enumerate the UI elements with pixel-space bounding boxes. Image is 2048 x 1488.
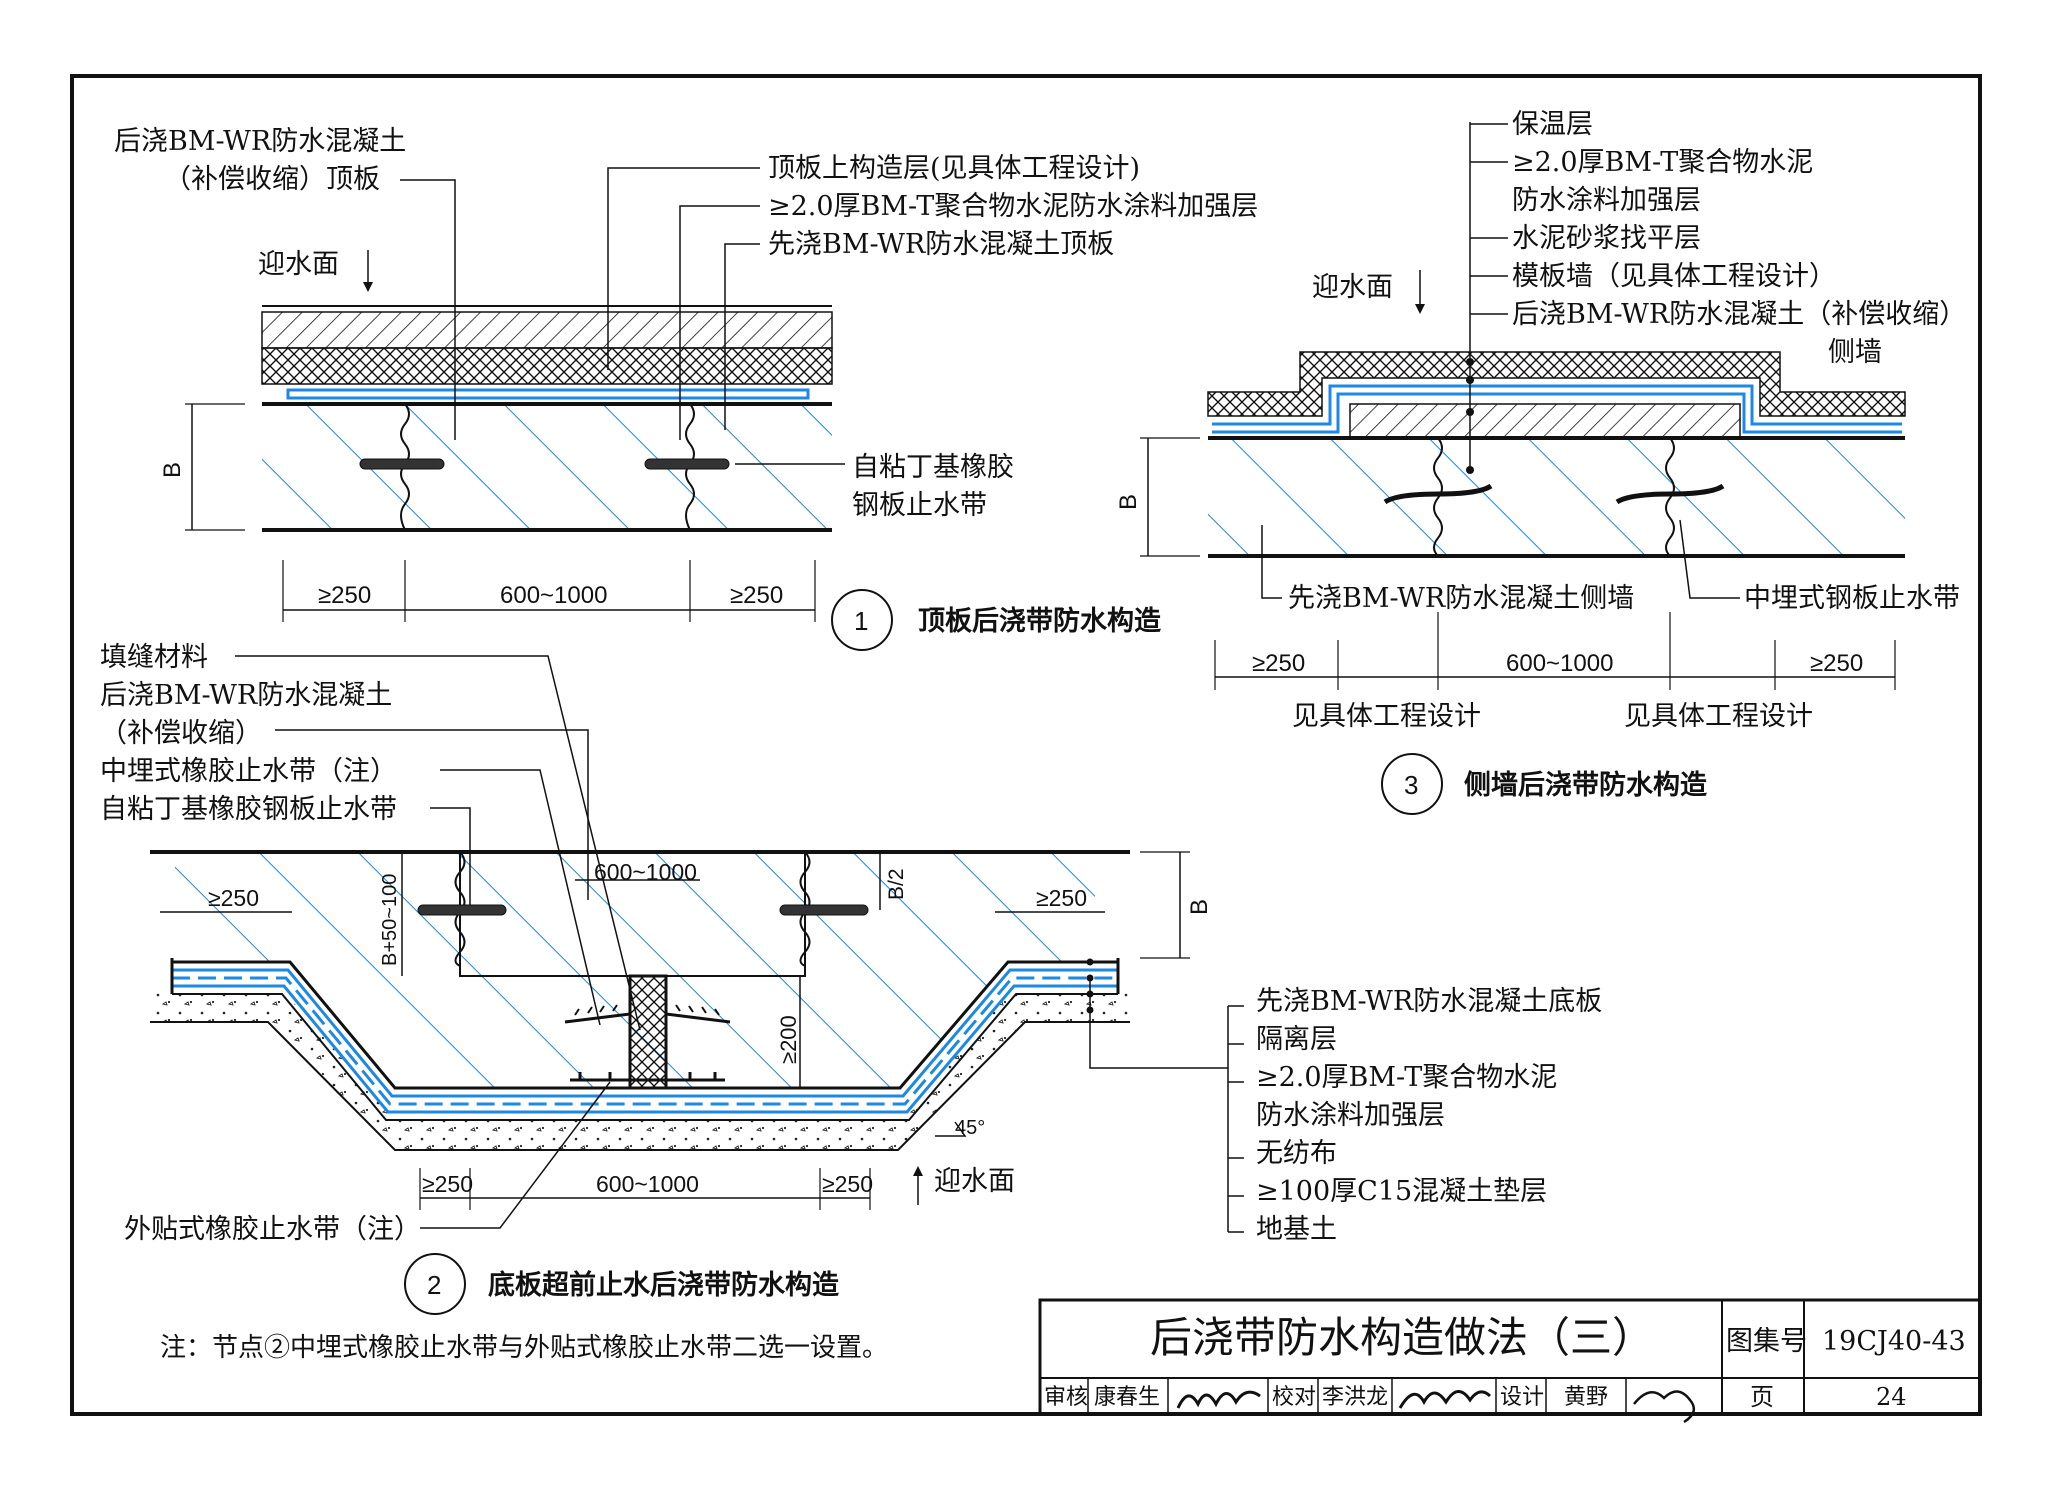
d1-post-cast-a: 后浇BM-WR防水混凝土 — [114, 126, 406, 157]
d2-water-face: 迎水面 — [934, 1166, 1015, 1197]
roof-slab — [262, 404, 832, 530]
sheet-title: 后浇带防水构造做法（三） — [1150, 1313, 1654, 1362]
butyl-waterstop-left — [417, 904, 507, 916]
d1-waterstop-a: 自粘丁基橡胶 — [852, 452, 1014, 483]
atlas-number: 19CJ40-43 — [1822, 1326, 1966, 1357]
d2-dim-bot-right: ≥250 — [822, 1171, 873, 1197]
d2-post-cast-b: （补偿收缩） — [100, 718, 262, 749]
d2-layer-4: 无纺布 — [1256, 1138, 1337, 1169]
d3-dim-right: ≥250 — [1810, 650, 1863, 677]
d3-dim-mid: 600~1000 — [1506, 650, 1613, 677]
d2-layer-5: ≥100厚C15混凝土垫层 — [1256, 1176, 1547, 1207]
d1-dim-left: ≥250 — [318, 582, 371, 609]
side-wall — [1208, 438, 1905, 556]
detail-2-marker — [404, 1253, 466, 1315]
butyl-waterstop-right — [644, 458, 730, 470]
d3-number: 3 — [1404, 770, 1418, 800]
d2-fill: 填缝材料 — [100, 642, 208, 673]
page-number: 24 — [1876, 1383, 1907, 1411]
detail-1-marker — [831, 589, 893, 651]
d2-dim-200: ≥200 — [776, 1015, 801, 1064]
filler-joint — [628, 974, 668, 1090]
d1-dim-B: B — [159, 462, 186, 478]
detail-3-marker — [1381, 753, 1443, 815]
d2-dim-b2: B/2 — [885, 868, 908, 900]
d3-label-0: 保温层 — [1512, 109, 1593, 140]
d3-label-6: 侧墙 — [1828, 337, 1882, 368]
design-label: 设计 — [1500, 1385, 1544, 1410]
d2-number: 2 — [427, 1270, 441, 1300]
d3-note-left: 见具体工程设计 — [1292, 701, 1481, 732]
checker-signature — [1398, 1390, 1492, 1409]
sheet-note: 注：节点②中埋式橡胶止水带与外贴式橡胶止水带二选一设置。 — [160, 1333, 888, 1363]
d2-layer-6: 地基土 — [1256, 1214, 1337, 1245]
sheet-frame — [70, 74, 1982, 1416]
d2-dim-b50: B+50~100 — [379, 874, 401, 966]
detail-3 — [1140, 122, 1906, 815]
designer-name: 黄野 — [1564, 1385, 1608, 1410]
d2-dim-top-right: ≥250 — [1036, 885, 1087, 911]
d3-dim-B: B — [1115, 494, 1142, 510]
d3-label-4: 模板墙（见具体工程设计） — [1512, 261, 1836, 292]
d1-pre-cast: 先浇BM-WR防水混凝土顶板 — [768, 229, 1114, 260]
d2-butyl: 自粘丁基橡胶钢板止水带 — [100, 794, 397, 825]
review-label: 审核 — [1044, 1385, 1088, 1410]
d2-external: 外贴式橡胶止水带（注） — [124, 1214, 421, 1245]
title-block — [1038, 1298, 1982, 1424]
d3-pre-cast: 先浇BM-WR防水混凝土侧墙 — [1288, 583, 1634, 614]
page-label: 页 — [1750, 1383, 1774, 1411]
d3-dim-left: ≥250 — [1252, 650, 1305, 677]
d3-label-1: ≥2.0厚BM-T聚合物水泥 — [1512, 147, 1813, 178]
d2-dim-B: B — [1186, 899, 1213, 915]
d2-dim-45: 45° — [955, 1117, 985, 1139]
d1-coating: ≥2.0厚BM-T聚合物水泥防水涂料加强层 — [768, 191, 1258, 222]
checker-name: 李洪龙 — [1322, 1385, 1388, 1410]
d3-label-3: 水泥砂浆找平层 — [1512, 223, 1701, 254]
d3-title: 侧墙后浇带防水构造 — [1464, 770, 1707, 801]
d3-embedded-steel: 中埋式钢板止水带 — [1744, 583, 1960, 614]
rubber-waterstop — [564, 1012, 731, 1024]
d2-layer-1: 隔离层 — [1256, 1024, 1337, 1055]
designer-signature — [1633, 1390, 1696, 1424]
d1-number: 1 — [854, 606, 868, 636]
d2-dim-top-left: ≥250 — [208, 885, 259, 911]
d1-water-face: 迎水面 — [258, 249, 339, 280]
steel-waterstop-right — [1615, 483, 1725, 505]
d3-note-right: 见具体工程设计 — [1624, 701, 1813, 732]
atlas-label: 图集号 — [1726, 1326, 1807, 1357]
reviewer-signature — [1176, 1390, 1261, 1409]
check-label: 校对 — [1272, 1385, 1316, 1410]
d3-label-2: 防水涂料加强层 — [1512, 185, 1701, 216]
d1-title: 顶板后浇带防水构造 — [918, 606, 1161, 637]
d2-title: 底板超前止水后浇带防水构造 — [488, 1269, 839, 1301]
d1-dim-right: ≥250 — [730, 582, 783, 609]
detail-2 — [150, 655, 1244, 1315]
d2-post-cast-a: 后浇BM-WR防水混凝土 — [100, 680, 392, 711]
butyl-waterstop-left — [359, 458, 445, 470]
d1-dim-mid: 600~1000 — [500, 582, 607, 609]
d2-dim-top-mid: 600~1000 — [594, 859, 697, 885]
external-waterstop — [570, 1072, 725, 1082]
reviewer-name: 康春生 — [1094, 1385, 1160, 1410]
d2-layer-3: 防水涂料加强层 — [1256, 1100, 1445, 1131]
d3-water-face: 迎水面 — [1312, 272, 1393, 303]
d2-layer-0: 先浇BM-WR防水混凝土底板 — [1256, 986, 1602, 1017]
d2-dim-bot-left: ≥250 — [422, 1171, 473, 1197]
butyl-waterstop-right — [779, 904, 869, 916]
d1-upper-layer: 顶板上构造层(见具体工程设计) — [768, 153, 1140, 184]
d1-waterstop-b: 钢板止水带 — [852, 490, 987, 521]
d2-layer-2: ≥2.0厚BM-T聚合物水泥 — [1256, 1062, 1557, 1093]
d2-dim-bot-mid: 600~1000 — [596, 1171, 699, 1197]
steel-waterstop-left — [1383, 483, 1493, 505]
d2-embedded: 中埋式橡胶止水带（注） — [100, 756, 397, 787]
detail-1 — [185, 167, 893, 651]
d1-post-cast-b: （补偿收缩）顶板 — [164, 164, 380, 195]
d3-label-5: 后浇BM-WR防水混凝土（补偿收缩） — [1512, 299, 1966, 330]
